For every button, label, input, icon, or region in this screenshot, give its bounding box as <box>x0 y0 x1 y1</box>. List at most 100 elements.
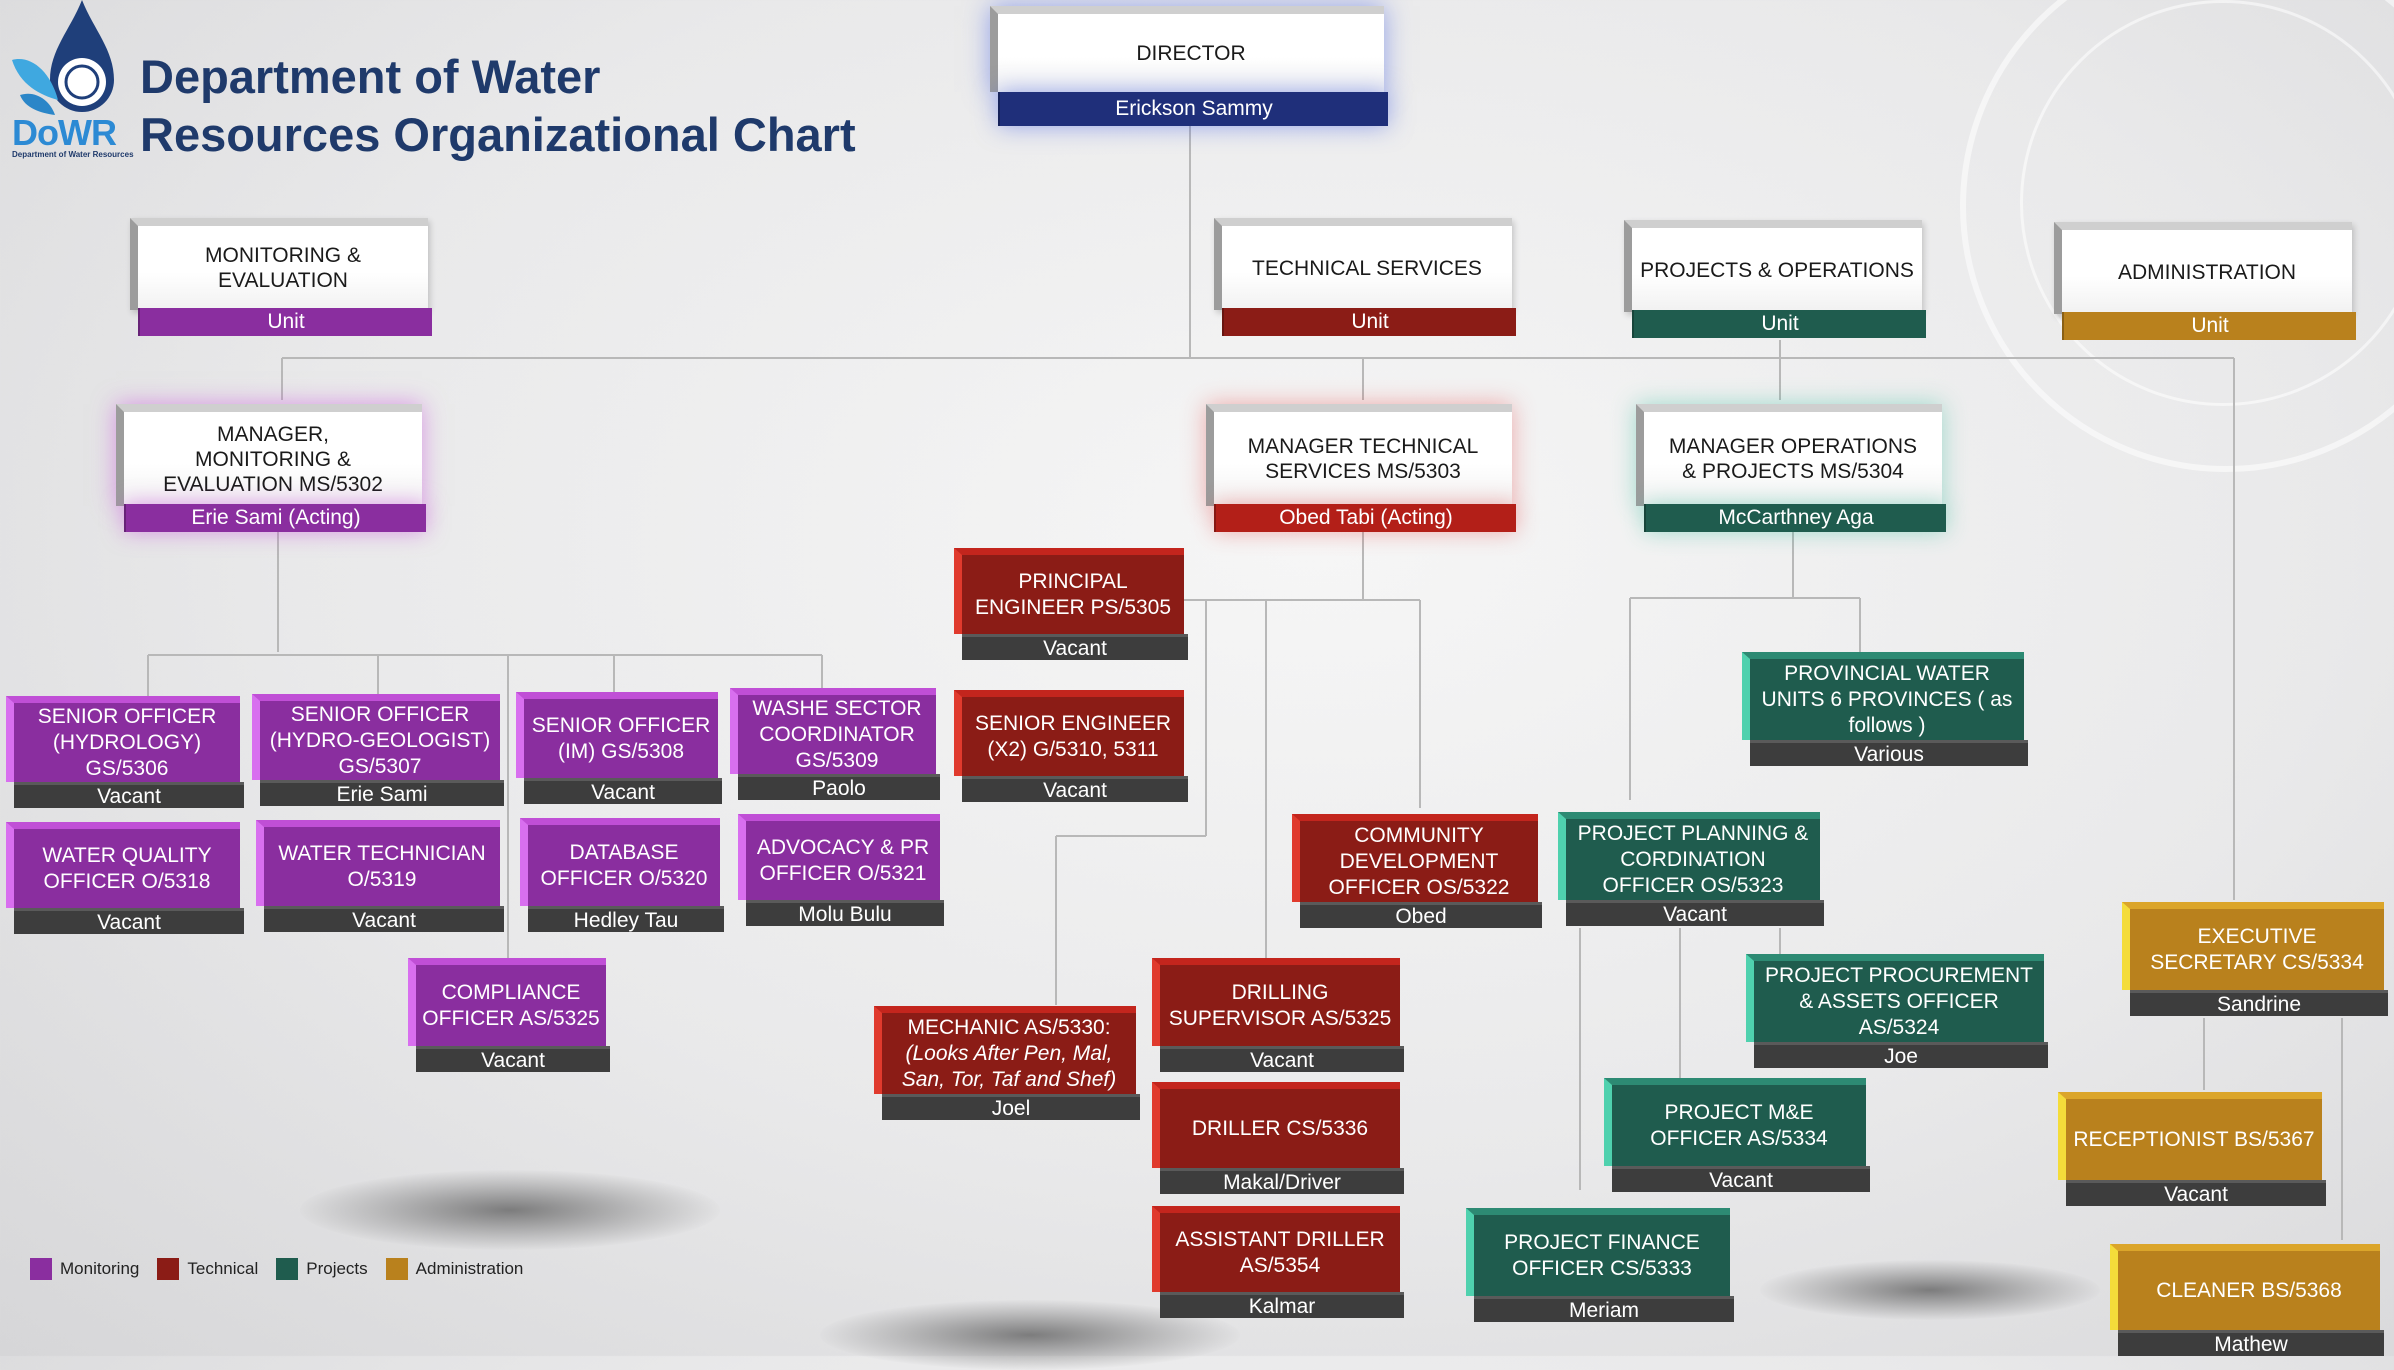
position-5330[interactable]: MECHANIC AS/5330: (Looks After Pen, Mal,… <box>874 1006 1140 1120</box>
position-title: MECHANIC AS/5330: (Looks After Pen, Mal,… <box>874 1006 1136 1094</box>
unit-projects-bar: Unit <box>1632 310 1926 338</box>
position-holder: Vacant <box>264 906 504 932</box>
position-5320[interactable]: DATABASE OFFICER O/5320 Hedley Tau <box>520 818 724 932</box>
position-holder: Vacant <box>1566 900 1824 926</box>
position-5324[interactable]: PROJECT PROCUREMENT & ASSETS OFFICER AS/… <box>1746 954 2048 1068</box>
position-5333[interactable]: PROJECT FINANCE OFFICER CS/5333 Meriam <box>1466 1208 1734 1322</box>
manager-projects-title: MANAGER OPERATIONS & PROJECTS MS/5304 <box>1636 404 1942 506</box>
position-5308[interactable]: SENIOR OFFICER (IM) GS/5308 Vacant <box>516 692 722 804</box>
position-holder: Paolo <box>738 774 940 800</box>
unit-technical-bar: Unit <box>1222 308 1516 336</box>
position-drilling-supervisor[interactable]: DRILLING SUPERVISOR AS/5325 Vacant <box>1152 958 1404 1072</box>
position-title: PROVINCIAL WATER UNITS 6 PROVINCES ( as … <box>1742 652 2024 740</box>
position-5307[interactable]: SENIOR OFFICER (HYDRO-GEOLOGIST) GS/5307… <box>252 694 504 806</box>
position-holder: Various <box>1750 740 2028 766</box>
position-holder: Vacant <box>962 776 1188 802</box>
unit-monitoring-title: MONITORING & EVALUATION <box>130 218 428 310</box>
position-title: RECEPTIONIST BS/5367 <box>2058 1092 2322 1180</box>
position-holder: Hedley Tau <box>528 906 724 932</box>
position-title: SENIOR OFFICER (IM) GS/5308 <box>516 692 718 778</box>
position-title: PROJECT FINANCE OFFICER CS/5333 <box>1466 1208 1730 1296</box>
position-holder: Molu Bulu <box>746 900 944 926</box>
position-5305[interactable]: PRINCIPAL ENGINEER PS/5305 Vacant <box>954 548 1188 660</box>
position-5368[interactable]: CLEANER BS/5368 Mathew <box>2110 1244 2384 1356</box>
legend-item-technical: Technical <box>157 1258 258 1280</box>
position-title: CLEANER BS/5368 <box>2110 1244 2380 1330</box>
legend-item-monitoring: Monitoring <box>30 1258 139 1280</box>
position-title: PROJECT M&E OFFICER AS/5334 <box>1604 1078 1866 1166</box>
position-holder: Vacant <box>962 634 1188 660</box>
unit-admin[interactable]: ADMINISTRATION Unit <box>2054 222 2356 340</box>
position-holder: Makal/Driver <box>1160 1168 1404 1194</box>
position-title: SENIOR OFFICER (HYDRO-GEOLOGIST) GS/5307 <box>252 694 500 780</box>
legend-label: Monitoring <box>60 1259 140 1278</box>
position-title: ASSISTANT DRILLER AS/5354 <box>1152 1206 1400 1292</box>
position-5334[interactable]: EXECUTIVE SECRETARY CS/5334 Sandrine <box>2122 902 2388 1016</box>
position-title: WASHE SECTOR COORDINATOR GS/5309 <box>730 688 936 774</box>
manager-technical[interactable]: MANAGER TECHNICAL SERVICES MS/5303 Obed … <box>1206 404 1516 532</box>
position-5321[interactable]: ADVOCACY & PR OFFICER O/5321 Molu Bulu <box>738 814 944 926</box>
manager-projects[interactable]: MANAGER OPERATIONS & PROJECTS MS/5304 Mc… <box>1636 404 1946 532</box>
title-line-2: Resources Organizational Chart <box>140 108 856 161</box>
manager-monitoring[interactable]: MANAGER, MONITORING & EVALUATION MS/5302… <box>116 404 426 532</box>
position-title: SENIOR OFFICER (HYDROLOGY) GS/5306 <box>6 696 240 782</box>
unit-monitoring[interactable]: MONITORING & EVALUATION Unit <box>130 218 432 336</box>
director-box[interactable]: DIRECTOR Erickson Sammy <box>990 6 1388 126</box>
position-title: ADVOCACY & PR OFFICER O/5321 <box>738 814 940 900</box>
legend-label: Technical <box>187 1259 259 1278</box>
position-5310[interactable]: SENIOR ENGINEER (X2) G/5310, 5311 Vacant <box>954 690 1188 802</box>
position-5322[interactable]: COMMUNITY DEVELOPMENT OFFICER OS/5322 Ob… <box>1292 814 1542 928</box>
position-5319[interactable]: WATER TECHNICIAN O/5319 Vacant <box>256 820 504 932</box>
unit-projects[interactable]: PROJECTS & OPERATIONS Unit <box>1624 220 1926 338</box>
unit-technical[interactable]: TECHNICAL SERVICES Unit <box>1214 218 1516 336</box>
position-holder: Mathew <box>2118 1330 2384 1356</box>
legend: Monitoring Technical Projects Administra… <box>30 1258 541 1280</box>
unit-projects-title: PROJECTS & OPERATIONS <box>1624 220 1922 312</box>
legend-swatch <box>276 1258 299 1280</box>
position-holder: Vacant <box>1160 1046 1404 1072</box>
position-5367[interactable]: RECEPTIONIST BS/5367 Vacant <box>2058 1092 2326 1206</box>
position-5354[interactable]: ASSISTANT DRILLER AS/5354 Kalmar <box>1152 1206 1404 1318</box>
position-5318[interactable]: WATER QUALITY OFFICER O/5318 Vacant <box>6 822 244 934</box>
position-5306[interactable]: SENIOR OFFICER (HYDROLOGY) GS/5306 Vacan… <box>6 696 244 808</box>
position-5336[interactable]: DRILLER CS/5336 Makal/Driver <box>1152 1082 1404 1194</box>
manager-monitoring-title: MANAGER, MONITORING & EVALUATION MS/5302 <box>116 404 422 506</box>
director-name: Erickson Sammy <box>998 92 1388 126</box>
position-holder: Vacant <box>2066 1180 2326 1206</box>
position-compliance[interactable]: COMPLIANCE OFFICER AS/5325 Vacant <box>408 958 610 1072</box>
water-drop-icon <box>12 0 114 115</box>
position-title: COMPLIANCE OFFICER AS/5325 <box>408 958 606 1046</box>
position-title: PROJECT PLANNING & CORDINATION OFFICER O… <box>1558 812 1820 900</box>
position-title: WATER TECHNICIAN O/5319 <box>256 820 500 906</box>
position-5309[interactable]: WASHE SECTOR COORDINATOR GS/5309 Paolo <box>730 688 940 800</box>
title-line-1: Department of Water <box>140 50 601 103</box>
position-holder: Kalmar <box>1160 1292 1404 1318</box>
background-ring <box>2020 0 2394 406</box>
logo-text: DoWR <box>12 112 117 153</box>
position-title-note: (Looks After Pen, Mal, San, Tor, Taf and… <box>901 1041 1117 1091</box>
position-provincial-units[interactable]: PROVINCIAL WATER UNITS 6 PROVINCES ( as … <box>1742 652 2028 766</box>
position-holder: Joe <box>1754 1042 2048 1068</box>
unit-monitoring-bar: Unit <box>138 308 432 336</box>
manager-monitoring-name: Erie Sami (Acting) <box>124 504 426 532</box>
position-holder: Sandrine <box>2130 990 2388 1016</box>
logo-subtext: Department of Water Resources <box>12 150 134 159</box>
position-title: SENIOR ENGINEER (X2) G/5310, 5311 <box>954 690 1184 776</box>
position-title: PRINCIPAL ENGINEER PS/5305 <box>954 548 1184 634</box>
position-holder: Vacant <box>416 1046 610 1072</box>
floor-shadow <box>300 1170 720 1250</box>
manager-technical-name: Obed Tabi (Acting) <box>1214 504 1516 532</box>
unit-technical-title: TECHNICAL SERVICES <box>1214 218 1512 310</box>
manager-technical-title: MANAGER TECHNICAL SERVICES MS/5303 <box>1206 404 1512 506</box>
manager-projects-name: McCarthney Aga <box>1644 504 1946 532</box>
legend-label: Projects <box>306 1259 368 1278</box>
position-title: DATABASE OFFICER O/5320 <box>520 818 720 906</box>
unit-admin-title: ADMINISTRATION <box>2054 222 2352 314</box>
legend-swatch <box>157 1258 180 1280</box>
position-holder: Vacant <box>14 908 244 934</box>
position-holder: Vacant <box>14 782 244 808</box>
position-5323[interactable]: PROJECT PLANNING & CORDINATION OFFICER O… <box>1558 812 1824 926</box>
position-5334-me[interactable]: PROJECT M&E OFFICER AS/5334 Vacant <box>1604 1078 1870 1192</box>
position-title-main: MECHANIC AS/5330: <box>907 1015 1111 1039</box>
